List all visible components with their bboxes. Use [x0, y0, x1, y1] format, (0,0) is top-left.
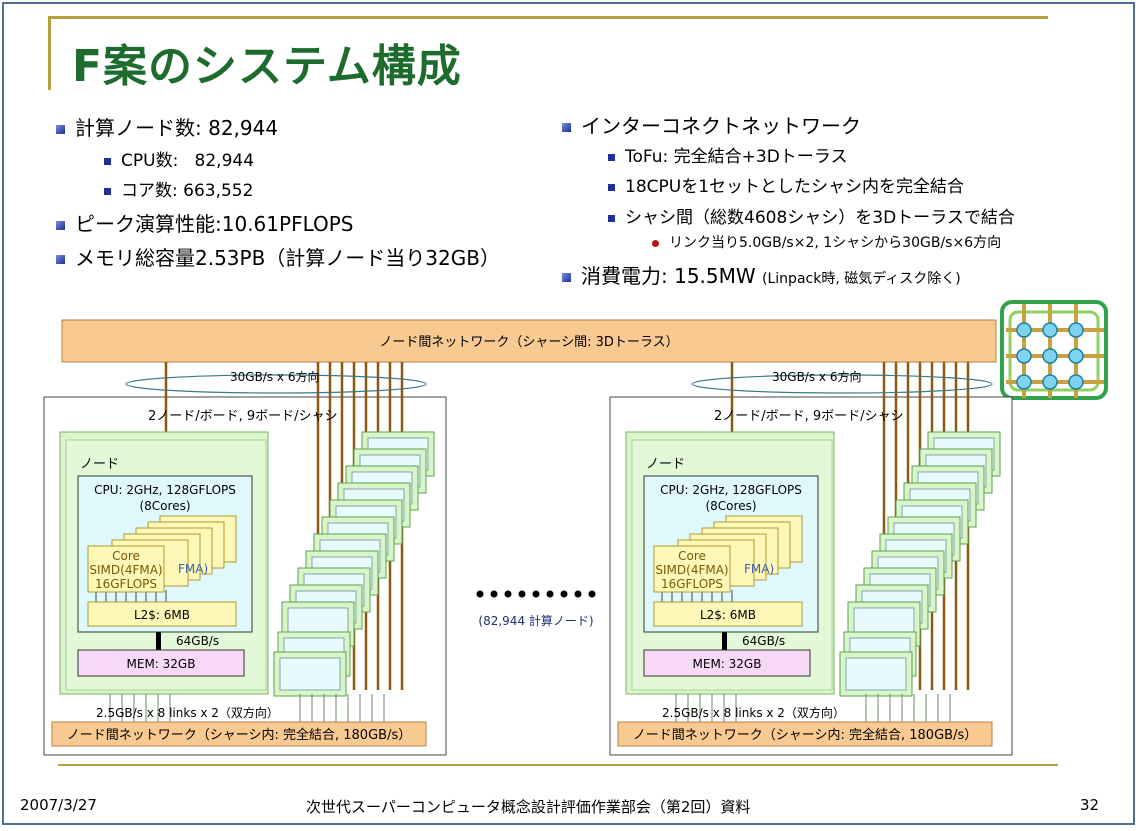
bullet-power-label: 消費電力: [581, 264, 661, 288]
title-rule: [48, 16, 1048, 19]
bandwidth-6dir-right: 30GB/s x 6方向: [772, 369, 861, 384]
intra-chassis-label-left: ノード間ネットワーク（シャーシ内: 完全結合, 180GB/s）: [67, 727, 411, 743]
cpu-cores-right: (8Cores): [705, 499, 756, 513]
bullet-interconnect-text: インターコネクトネットワーク: [581, 114, 861, 138]
cpu-cores-left: (8Cores): [139, 499, 190, 513]
board-label-left: 2ノード/ボード, 9ボード/シャシ: [148, 409, 338, 424]
bullet-interconnect: インターコネクトネットワーク: [562, 110, 861, 139]
bullet-square-icon: [562, 273, 571, 282]
mem-label-left: MEM: 32GB: [127, 657, 196, 671]
bullet-square-icon: [56, 125, 65, 134]
bullet-square-icon: [608, 153, 615, 161]
links-label-left: 2.5GB/s x 8 links x 2（双方向）: [96, 705, 279, 720]
ellipsis-dots: [476, 590, 596, 598]
bullet-peak-value: 10.61PFLOPS: [221, 212, 354, 236]
bullet-cpu-value: 82,944: [194, 151, 255, 171]
core-line1-left: Core: [112, 549, 140, 563]
bullet-power: 消費電力: 15.5MW (Linpack時, 磁気ディスク除く): [562, 260, 961, 289]
chassis-right: 30GB/s x 6方向 2ノード/ボード, 9ボード/シャシ ノード CPU:…: [609, 362, 1013, 756]
board-label-right: 2ノード/ボード, 9ボード/シャシ: [714, 409, 904, 424]
bullet-dot-icon: [652, 239, 659, 247]
mem-label-right: MEM: 32GB: [693, 657, 762, 671]
page-number: 32: [1080, 796, 1100, 814]
bullet-cores-label: コア数: [121, 181, 172, 201]
bullet-link: リンク当り5.0GB/s×2, 1シャシから30GB/s×6方向: [652, 232, 1001, 252]
mem-bw-right: 64GB/s: [742, 634, 785, 648]
bullet-cpu-label: CPU数: [121, 151, 173, 171]
bullet-nodes-value: 82,944: [208, 116, 279, 140]
cpu-spec-left: CPU: 2GHz, 128GFLOPS: [94, 483, 236, 497]
core-line3-right: 16GFLOPS: [661, 577, 723, 591]
torus-3d-icon: [1000, 300, 1108, 400]
l2-label-right: L2$: 6MB: [700, 608, 756, 622]
bullet-chassis-text: シャシ間（総数4608シャシ）を3Dトーラスで結合: [625, 208, 1015, 228]
bullet-set-text: 18CPUを1セットとしたシャシ内を完全結合: [625, 177, 965, 197]
bullet-tofu-text: ToFu: 完全結合+3Dトーラス: [625, 147, 848, 167]
node-label-left: ノード: [80, 457, 119, 472]
slide-title: F案のシステム構成: [72, 41, 462, 92]
bullet-nodes-label: 計算ノード数: [75, 116, 195, 140]
core-line1-right: Core: [678, 549, 706, 563]
bullet-cores: コア数: 663,552: [104, 176, 253, 201]
links-label-right: 2.5GB/s x 8 links x 2（双方向）: [662, 705, 845, 720]
bandwidth-6dir-left: 30GB/s x 6方向: [230, 369, 319, 384]
l2-cache-left: [87, 601, 237, 627]
core-line3-left: 16GFLOPS: [95, 577, 157, 591]
bullet-square-icon: [104, 187, 111, 195]
footer-rule: [58, 764, 1058, 766]
core-line2-left: SIMD(4FMA): [89, 563, 162, 577]
bullet-memory-text: メモリ総容量2.53PB（計算ノード当り32GB）: [75, 246, 500, 270]
node-label-right: ノード: [646, 457, 685, 472]
bullet-nodes: 計算ノード数: 82,944: [56, 112, 278, 141]
footer-date: 2007/3/27: [20, 796, 97, 814]
bullet-square-icon: [104, 157, 111, 165]
bullet-square-icon: [56, 255, 65, 264]
bullet-power-note: (Linpack時, 磁気ディスク除く): [762, 271, 961, 287]
bullet-set: 18CPUを1セットとしたシャシ内を完全結合: [608, 172, 964, 197]
bullet-square-icon: [608, 183, 615, 191]
bullet-tofu: ToFu: 完全結合+3Dトーラス: [608, 142, 847, 167]
core-shadow-label-left: FMA): [178, 562, 208, 576]
cpu-spec-right: CPU: 2GHz, 128GFLOPS: [660, 483, 802, 497]
total-nodes-note: (82,944 計算ノード): [478, 613, 593, 628]
l2-label-left: L2$: 6MB: [134, 608, 190, 622]
title-rule-vertical: [48, 16, 51, 90]
bullet-square-icon: [562, 123, 571, 132]
mem-box-right: [643, 649, 811, 677]
bullet-chassis: シャシ間（総数4608シャシ）を3Dトーラスで結合: [608, 203, 1015, 228]
bullet-peak: ピーク演算性能:10.61PFLOPS: [56, 208, 354, 237]
chassis-left: 30GB/s x 6方向 2ノード/ボード, 9ボード/シャシ ノード CPU:…: [43, 362, 447, 756]
mem-bw-left: 64GB/s: [176, 634, 219, 648]
core-line2-right: SIMD(4FMA): [655, 563, 728, 577]
bullet-memory: メモリ総容量2.53PB（計算ノード当り32GB）: [56, 242, 500, 271]
intra-chassis-network-right: [617, 721, 993, 747]
footer-title: 次世代スーパーコンピュータ概念設計評価作業部会（第2回）資料: [306, 798, 751, 816]
mem-box-left: [77, 649, 245, 677]
bullet-cpu: CPU数: 82,944: [104, 146, 254, 171]
intra-chassis-network-left: [51, 721, 427, 747]
intra-chassis-label-right: ノード間ネットワーク（シャーシ内: 完全結合, 180GB/s）: [633, 727, 977, 743]
bullet-peak-label: ピーク演算性能: [75, 212, 215, 236]
bullet-cores-value: 663,552: [183, 181, 254, 201]
core-shadow-label-right: FMA): [744, 562, 774, 576]
l2-cache-right: [653, 601, 803, 627]
bullet-square-icon: [608, 214, 615, 222]
inter-chassis-network-bar: [61, 319, 997, 363]
bullet-power-value: 15.5MW: [674, 264, 756, 288]
inter-chassis-network-label: ノード間ネットワーク（シャーシ間: 3Dトーラス）: [379, 335, 678, 350]
bullet-link-text: リンク当り5.0GB/s×2, 1シャシから30GB/s×6方向: [669, 235, 1002, 251]
bullet-square-icon: [56, 221, 65, 230]
